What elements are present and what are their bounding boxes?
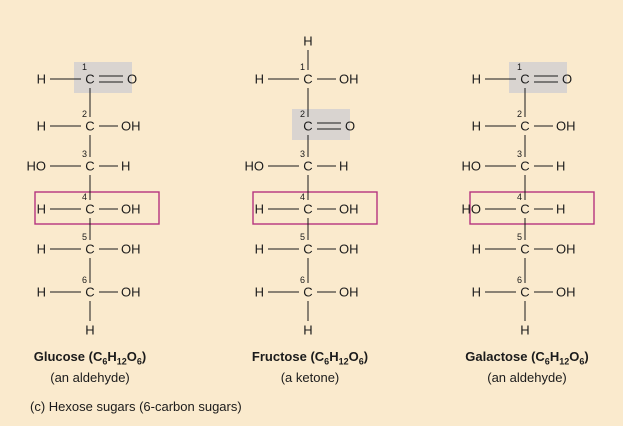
formula-galactose: C6H12O6: [535, 349, 585, 367]
galactose-right-6: OH: [556, 285, 576, 300]
caption-fructose-name: Fructose (C6H12O6): [251, 349, 369, 367]
galactose-carbon-number-2: 2: [517, 109, 522, 119]
glucose-carbonyl-highlight: [74, 62, 132, 93]
fructose-right-3: H: [339, 159, 348, 174]
glucose-carbon-1: C: [85, 72, 94, 87]
fructose-carbon-number-6: 6: [300, 275, 305, 285]
fructose-carbon-number-3: 3: [300, 149, 305, 159]
glucose-right-3: H: [121, 159, 130, 174]
galactose-left-5: H: [472, 242, 481, 257]
fructose-carbon-1: C: [303, 72, 312, 87]
galactose-right-2: OH: [556, 119, 576, 134]
fructose-left-6: H: [255, 285, 264, 300]
galactose-left-4: HO: [462, 202, 482, 217]
galactose-carbon-5: C: [520, 242, 529, 257]
glucose-carbon-5: C: [85, 242, 94, 257]
fructose-carbon-5: C: [303, 242, 312, 257]
galactose-right-4: H: [556, 202, 565, 217]
fructose-right-2: O: [345, 119, 355, 134]
glucose-carbon-number-3: 3: [82, 149, 87, 159]
galactose-left-3: HO: [462, 159, 482, 174]
glucose-right-1: O: [127, 72, 137, 87]
fructose-right-4: OH: [339, 202, 359, 217]
glucose-carbon-number-6: 6: [82, 275, 87, 285]
glucose-left-5: H: [37, 242, 46, 257]
galactose-carbon-number-5: 5: [517, 232, 522, 242]
galactose-carbon-2: C: [520, 119, 529, 134]
glucose-left-2: H: [37, 119, 46, 134]
caption-glucose: Glucose (C6H12O6) (an aldehyde): [0, 349, 200, 386]
glucose-carbon-3: C: [85, 159, 94, 174]
galactose-carbon-1: C: [520, 72, 529, 87]
fructose-left-3: HO: [245, 159, 265, 174]
glucose-carbon-number-4: 4: [82, 192, 87, 202]
glucose-carbon-4: C: [85, 202, 94, 217]
caption-fructose: Fructose (C6H12O6) (a ketone): [200, 349, 420, 386]
galactose-left-1: H: [472, 72, 481, 87]
fructose-bottom-h: H: [303, 323, 312, 338]
glucose-carbon-number-5: 5: [82, 232, 87, 242]
glucose-bottom-h: H: [85, 323, 94, 338]
glucose-right-6: OH: [121, 285, 141, 300]
glucose-carbon-number-2: 2: [82, 109, 87, 119]
caption-galactose: Galactose (C6H12O6) (an aldehyde): [417, 349, 623, 386]
galactose-carbon-number-3: 3: [517, 149, 522, 159]
galactose-carbon-number-4: 4: [517, 192, 522, 202]
glucose-left-3: HO: [27, 159, 47, 174]
fructose-carbonyl-highlight: [292, 109, 350, 140]
galactose-left-2: H: [472, 119, 481, 134]
galactose-right-1: O: [562, 72, 572, 87]
glucose-left-6: H: [37, 285, 46, 300]
galactose-carbon-4: C: [520, 202, 529, 217]
fructose-left-4: H: [255, 202, 264, 217]
fructose-carbon-3: C: [303, 159, 312, 174]
figure-label: (c) Hexose sugars (6-carbon sugars): [30, 399, 242, 414]
fructose-carbon-4: C: [303, 202, 312, 217]
glucose-carbon-number-1: 1: [82, 62, 87, 72]
fructose-carbon-number-1: 1: [300, 62, 305, 72]
glucose-left-4: H: [37, 202, 46, 217]
galactose-right-3: H: [556, 159, 565, 174]
caption-galactose-kind: (an aldehyde): [487, 369, 567, 385]
galactose-right-5: OH: [556, 242, 576, 257]
formula-glucose: C6H12O6: [92, 349, 142, 367]
glucose-carbon-2: C: [85, 119, 94, 134]
galactose-carbon-number-1: 1: [517, 62, 522, 72]
caption-fructose-kind: (a ketone): [280, 369, 340, 385]
glucose-carbon4-highlight: [34, 191, 160, 225]
fructose-carbon-6: C: [303, 285, 312, 300]
fructose-right-6: OH: [339, 285, 359, 300]
glucose-left-1: H: [37, 72, 46, 87]
glucose-carbon-6: C: [85, 285, 94, 300]
fructose-right-5: OH: [339, 242, 359, 257]
galactose-bottom-h: H: [520, 323, 529, 338]
caption-galactose-name: Galactose (C6H12O6): [465, 349, 589, 367]
galactose-carbon-6: C: [520, 285, 529, 300]
galactose-carbon-3: C: [520, 159, 529, 174]
caption-glucose-kind: (an aldehyde): [50, 369, 130, 385]
galactose-carbon4-highlight: [469, 191, 595, 225]
fructose-top-h: H: [303, 34, 312, 49]
glucose-right-5: OH: [121, 242, 141, 257]
fructose-carbon-2: C: [303, 119, 312, 134]
formula-fructose: C6H12O6: [314, 349, 364, 367]
fructose-left-1: H: [255, 72, 264, 87]
fructose-right-1: OH: [339, 72, 359, 87]
glucose-right-4: OH: [121, 202, 141, 217]
fructose-carbon4-highlight: [252, 191, 378, 225]
galactose-carbon-number-6: 6: [517, 275, 522, 285]
fructose-carbon-number-5: 5: [300, 232, 305, 242]
fructose-left-5: H: [255, 242, 264, 257]
fructose-carbon-number-2: 2: [300, 109, 305, 119]
galactose-carbonyl-highlight: [509, 62, 567, 93]
fructose-carbon-number-4: 4: [300, 192, 305, 202]
caption-glucose-name: Glucose (C6H12O6): [33, 349, 147, 367]
glucose-right-2: OH: [121, 119, 141, 134]
galactose-left-6: H: [472, 285, 481, 300]
